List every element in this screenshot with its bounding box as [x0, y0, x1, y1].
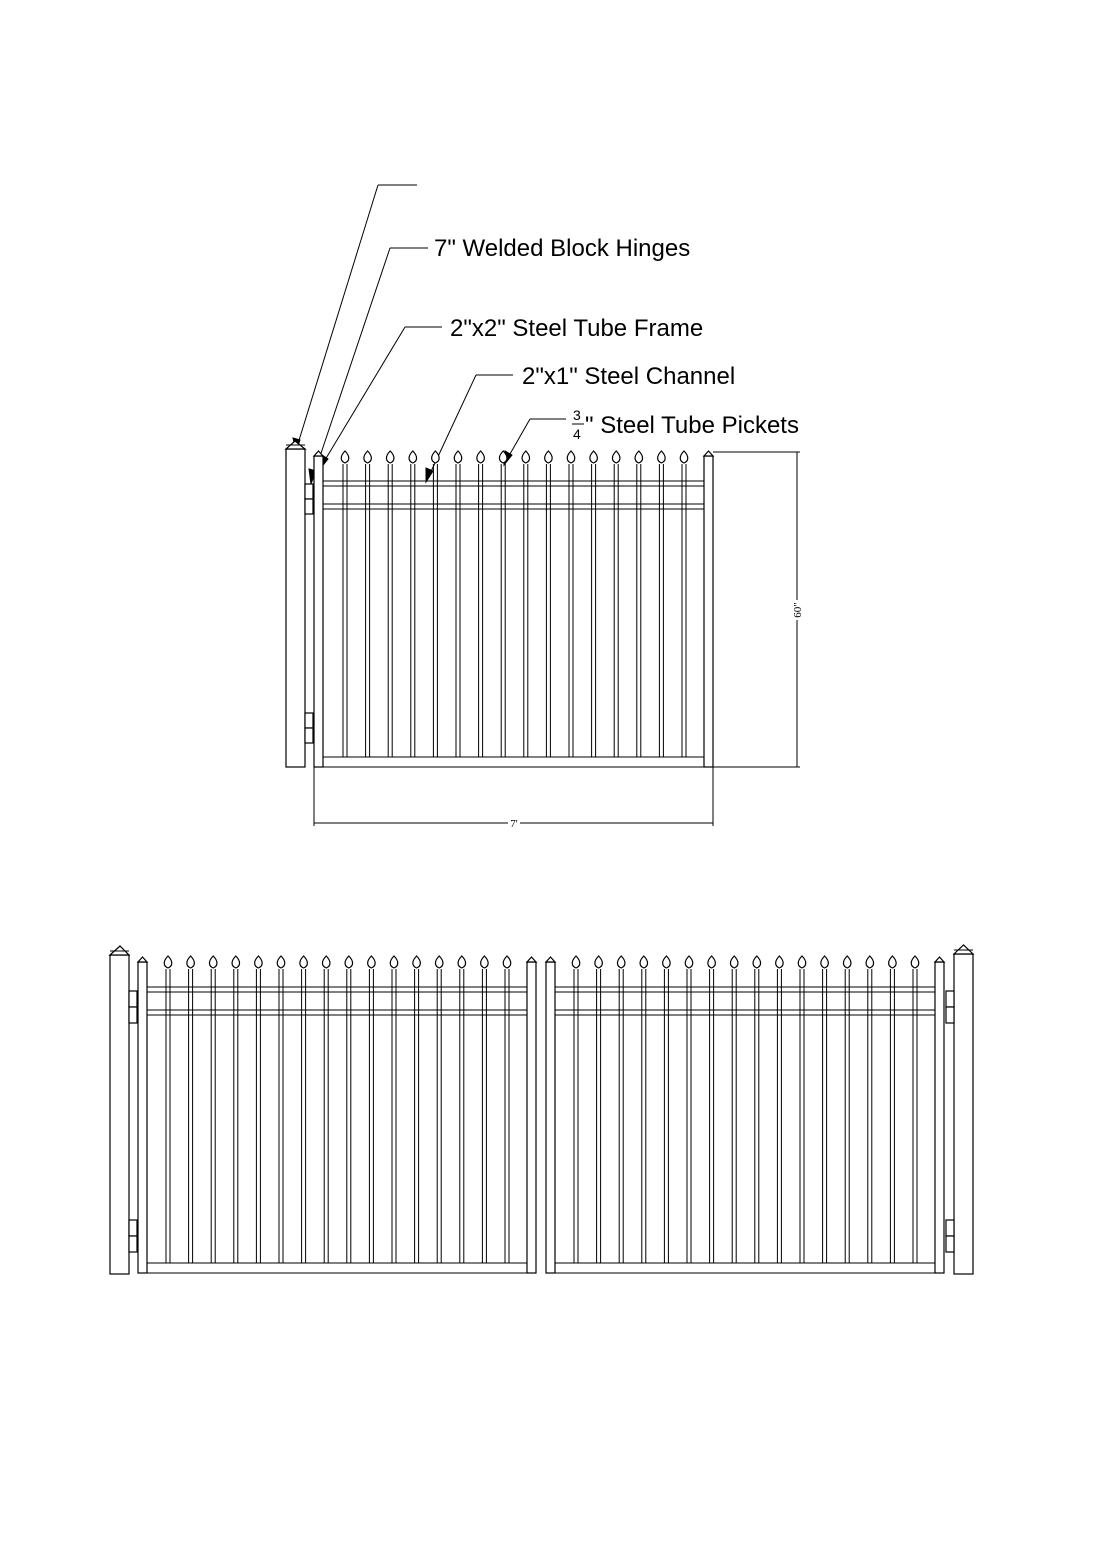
pickets	[340, 450, 689, 757]
picket	[639, 955, 649, 1263]
left-leaf-frame	[136, 956, 538, 1274]
picket	[752, 955, 762, 1263]
picket	[163, 955, 173, 1263]
picket	[521, 450, 531, 757]
frame-callout: 2"x2" Steel Tube Frame	[319, 315, 703, 471]
picket	[186, 955, 195, 1263]
picket	[498, 450, 508, 757]
single-gate: 60" 7'	[284, 440, 804, 830]
picket	[431, 450, 440, 757]
left-leaf-pickets	[163, 955, 512, 1263]
picket	[566, 450, 576, 757]
picket	[634, 450, 644, 757]
picket	[385, 450, 395, 757]
picket	[208, 955, 218, 1263]
picket	[820, 955, 829, 1263]
picket	[502, 955, 512, 1263]
picket	[684, 955, 694, 1263]
pickets-callout: 3 4 " Steel Tube Pickets	[503, 407, 799, 467]
picket	[611, 450, 621, 757]
picket	[434, 955, 444, 1263]
width-dimension: 7'	[313, 767, 714, 830]
width-dimension-label: 7'	[510, 818, 518, 830]
picket	[389, 955, 399, 1263]
callouts: 7" Welded Block Hinges 2"x2" Steel Tube …	[292, 184, 799, 485]
double-gate	[108, 944, 975, 1275]
picket	[457, 955, 467, 1263]
picket	[480, 955, 489, 1263]
picket	[476, 450, 485, 757]
pickets-label: " Steel Tube Pickets	[585, 412, 799, 439]
picket	[363, 450, 372, 757]
picket	[589, 450, 598, 757]
picket	[662, 955, 671, 1263]
channel-callout: 2"x1" Steel Channel	[425, 363, 735, 484]
picket	[888, 955, 897, 1263]
left-post	[108, 945, 138, 1275]
picket	[842, 955, 852, 1263]
height-dimension-label: 60"	[792, 602, 804, 618]
hinges-callout: 7" Welded Block Hinges	[308, 235, 690, 485]
frame-label: 2"x2" Steel Tube Frame	[450, 315, 703, 342]
picket	[571, 955, 581, 1263]
picket	[231, 955, 241, 1263]
right-leaf-pickets	[571, 955, 920, 1263]
hinge-post	[284, 440, 314, 768]
picket	[367, 955, 376, 1263]
picket	[865, 955, 875, 1263]
post-cap-callout	[292, 184, 417, 454]
picket	[775, 955, 784, 1263]
pickets-frac-num: 3	[573, 407, 581, 423]
picket	[344, 955, 354, 1263]
picket	[657, 450, 666, 757]
right-leaf-frame	[544, 956, 946, 1274]
picket	[412, 955, 421, 1263]
picket	[408, 450, 418, 757]
picket	[321, 955, 331, 1263]
picket	[299, 955, 308, 1263]
pickets-frac-den: 4	[573, 426, 581, 442]
picket	[729, 955, 739, 1263]
hinge-lower-a	[304, 712, 314, 729]
hinges-label: 7" Welded Block Hinges	[434, 235, 690, 262]
channel-label: 2"x1" Steel Channel	[522, 363, 735, 390]
picket	[254, 955, 263, 1263]
hinge-lower-b	[304, 727, 314, 744]
picket	[707, 955, 716, 1263]
right-post	[945, 944, 975, 1275]
hinge-upper-a	[304, 483, 314, 500]
picket	[679, 450, 689, 757]
picket	[453, 450, 463, 757]
gate-frame	[312, 450, 715, 768]
picket	[797, 955, 807, 1263]
picket	[340, 450, 350, 757]
hinge-upper-b	[304, 498, 314, 515]
picket	[910, 955, 920, 1263]
picket	[616, 955, 626, 1263]
picket	[544, 450, 553, 757]
picket	[276, 955, 286, 1263]
picket	[594, 955, 603, 1263]
height-dimension: 60"	[713, 451, 804, 768]
